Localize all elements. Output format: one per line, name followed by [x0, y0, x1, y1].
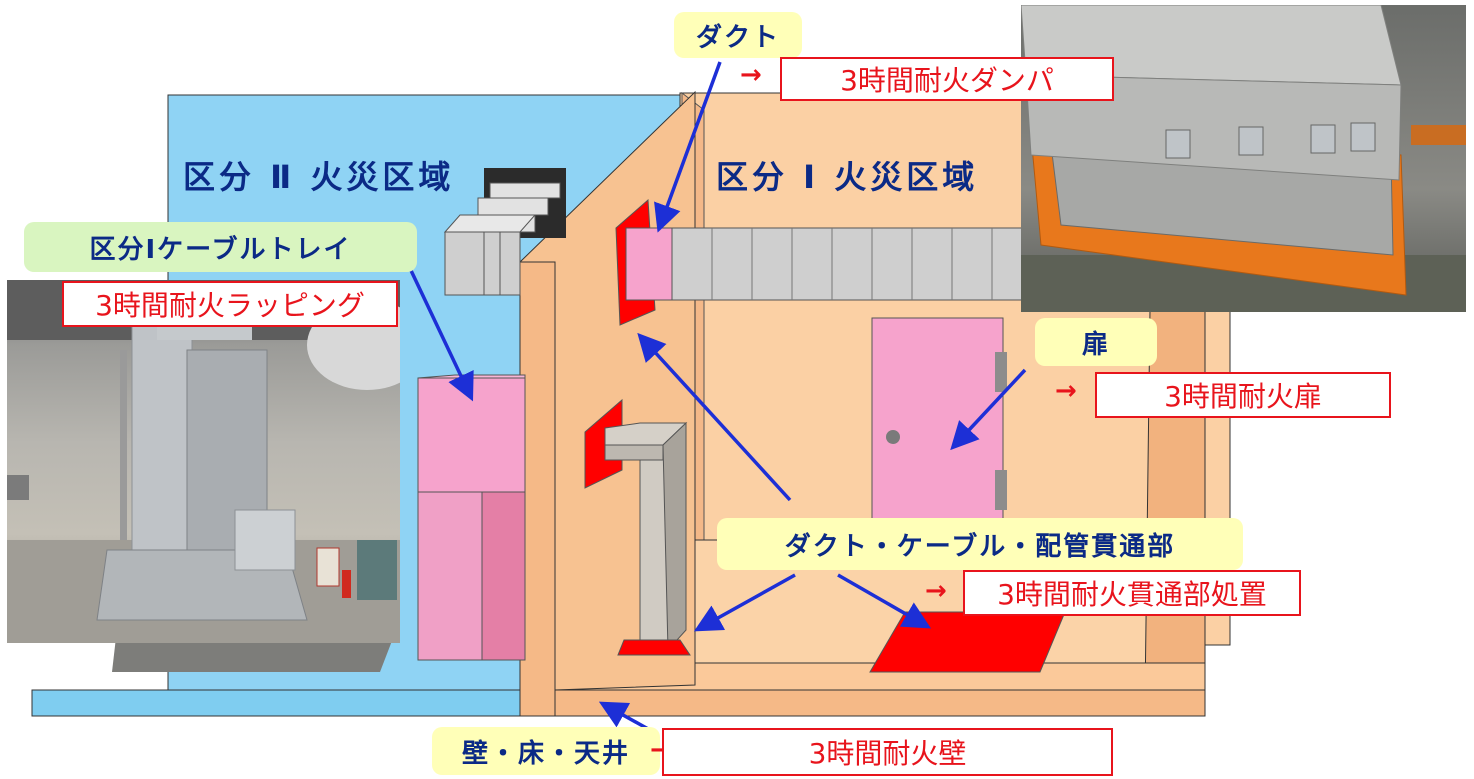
wrapping-measure: 3時間耐火ラッピング [62, 281, 398, 327]
penetration-arrow: → [925, 576, 947, 606]
wall-floor-ceiling-label: 壁・床・天井 [432, 727, 660, 775]
penetration-pointer-2 [693, 573, 796, 632]
damper-measure: 3時間耐火ダンパ [780, 57, 1114, 101]
damper-photo [1021, 5, 1466, 312]
door-label: 扉 [1035, 318, 1157, 366]
floor-duct-seal [869, 611, 1066, 673]
division2-duct [443, 182, 561, 296]
door-arrow: → [1055, 376, 1077, 406]
damper-arrow: → [740, 60, 762, 90]
penetration-measure: 3時間耐火貫通部処置 [963, 570, 1301, 616]
duct-pointer [654, 61, 722, 233]
wrapped-cable-tray [417, 374, 526, 661]
door [871, 317, 1007, 536]
division1-duct [615, 198, 1023, 326]
division1-zone-label: 区分 Ⅰ 火災区域 [716, 158, 979, 196]
duct-label: ダクト [674, 12, 802, 58]
penetration-pointer-3 [837, 573, 932, 629]
wrapping-photo [7, 280, 400, 643]
tray-pointer [405, 261, 474, 402]
wall-pointer [598, 701, 651, 732]
pointer-arrows [405, 61, 1027, 732]
penetration-pointer-1 [637, 332, 792, 502]
wall-measure: 3時間耐火壁 [662, 728, 1113, 776]
duct-segment-lines [711, 228, 993, 300]
floor-penetration-seal [617, 639, 691, 656]
wall-penetration-seal [584, 398, 623, 489]
door-measure: 3時間耐火扉 [1095, 372, 1391, 418]
door-pointer [950, 368, 1027, 451]
penetration-label: ダクト・ケーブル・配管貫通部 [717, 518, 1243, 570]
cable-tray-label: 区分Ⅰケーブルトレイ [24, 222, 417, 272]
division2-zone-label: 区分 Ⅱ 火災区域 [183, 158, 455, 196]
